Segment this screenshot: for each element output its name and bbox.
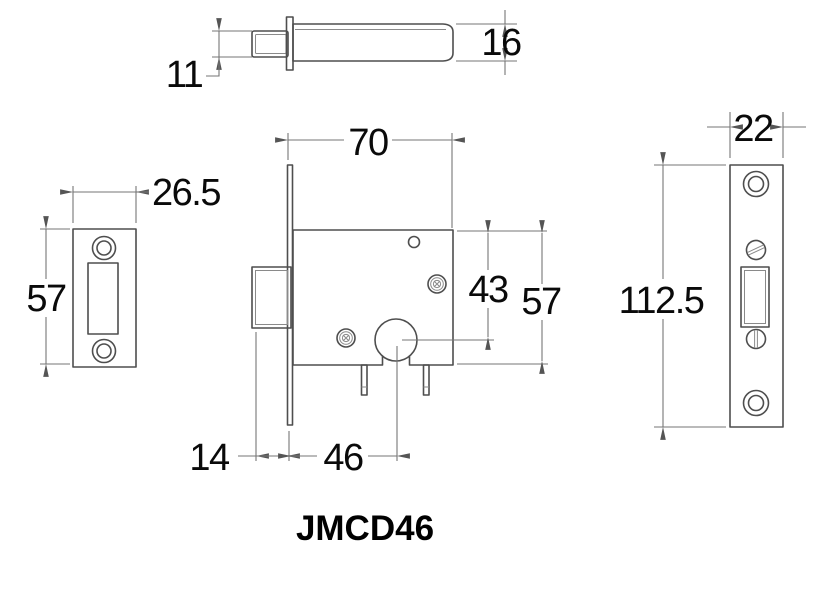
dim-bolt-height: 16: [456, 10, 522, 75]
strike-plate-view: 26.5 57: [26, 172, 222, 377]
bolt-body: [292, 23, 454, 62]
phillips-cross-icon: [342, 334, 350, 342]
forend-slotted-screw-bottom: [745, 328, 767, 350]
forend-outline: [729, 164, 784, 428]
dim-forend-width: 22: [707, 108, 806, 158]
dim-case-height: 57: [521, 220, 562, 374]
forend-screw-hole-top-inner: [747, 175, 765, 193]
dim-label-bolt-head-height: 11: [166, 54, 203, 96]
bolt-head-inner-line: [255, 34, 287, 54]
screw-slot-icon: [747, 244, 765, 256]
forend-bolt-inner-line: [744, 270, 766, 324]
dim-case-top-to-keyhole: 43: [468, 220, 509, 350]
dim-label-bolt-height: 16: [481, 22, 521, 64]
forend-slotted-screw-top: [745, 239, 767, 261]
case-extension-lines: [402, 230, 548, 365]
dim-case-bottom: 14 46: [189, 332, 410, 479]
dim-label-case-height: 57: [521, 281, 561, 323]
strike-screw-hole-top: [91, 235, 117, 261]
dim-label-backset: 46: [323, 437, 363, 479]
case-bolt-inner-line: [255, 270, 288, 325]
forend-screw-hole-top: [742, 170, 770, 198]
bolt-head-outline: [251, 30, 289, 58]
dim-strike-height: 57: [26, 216, 70, 377]
strike-bolt-cutout: [87, 262, 119, 335]
forend-screw-hole-bottom: [742, 389, 770, 417]
forend-bolt-outline: [740, 266, 770, 328]
strike-plate-outline: [72, 228, 137, 368]
case-leg-right: [422, 364, 430, 396]
product-code-label: JMCD46: [296, 509, 434, 548]
dim-forend-height: 112.5: [619, 152, 726, 440]
forend-view: 22 112.5: [619, 108, 806, 440]
dim-label-forend-width: 22: [733, 108, 773, 150]
dim-label-case-width: 70: [348, 122, 388, 164]
case-screw-right: [427, 274, 447, 294]
bolt-profile-view: 11 16: [166, 10, 522, 96]
lock-case-view: 70 43 57 14 46: [189, 122, 562, 479]
strike-screw-hole-bottom-inner: [96, 343, 112, 359]
dim-label-forend-height: 112.5: [619, 280, 704, 322]
screw-slot-icon: [754, 330, 758, 348]
forend-screw-hole-bottom-inner: [747, 394, 765, 412]
dim-case-width: 70: [275, 122, 465, 228]
strike-screw-hole-bottom: [91, 338, 117, 364]
dim-label-faceplate-offset: 14: [189, 437, 230, 479]
case-leg-left: [360, 364, 368, 396]
dim-label-strike-width: 26.5: [152, 172, 220, 214]
dim-label-case-top-to-keyhole: 43: [468, 269, 508, 311]
dim-bolt-head-height: 11: [166, 18, 252, 96]
dim-label-strike-height: 57: [26, 278, 66, 320]
case-bolt-outline: [251, 266, 292, 329]
phillips-cross-icon: [433, 280, 441, 288]
case-screw-left: [336, 328, 356, 348]
strike-screw-hole-top-inner: [96, 240, 112, 256]
lock-case-outline: [292, 229, 454, 366]
case-fixing-hole: [407, 235, 421, 249]
dim-strike-width: 26.5: [60, 172, 222, 223]
